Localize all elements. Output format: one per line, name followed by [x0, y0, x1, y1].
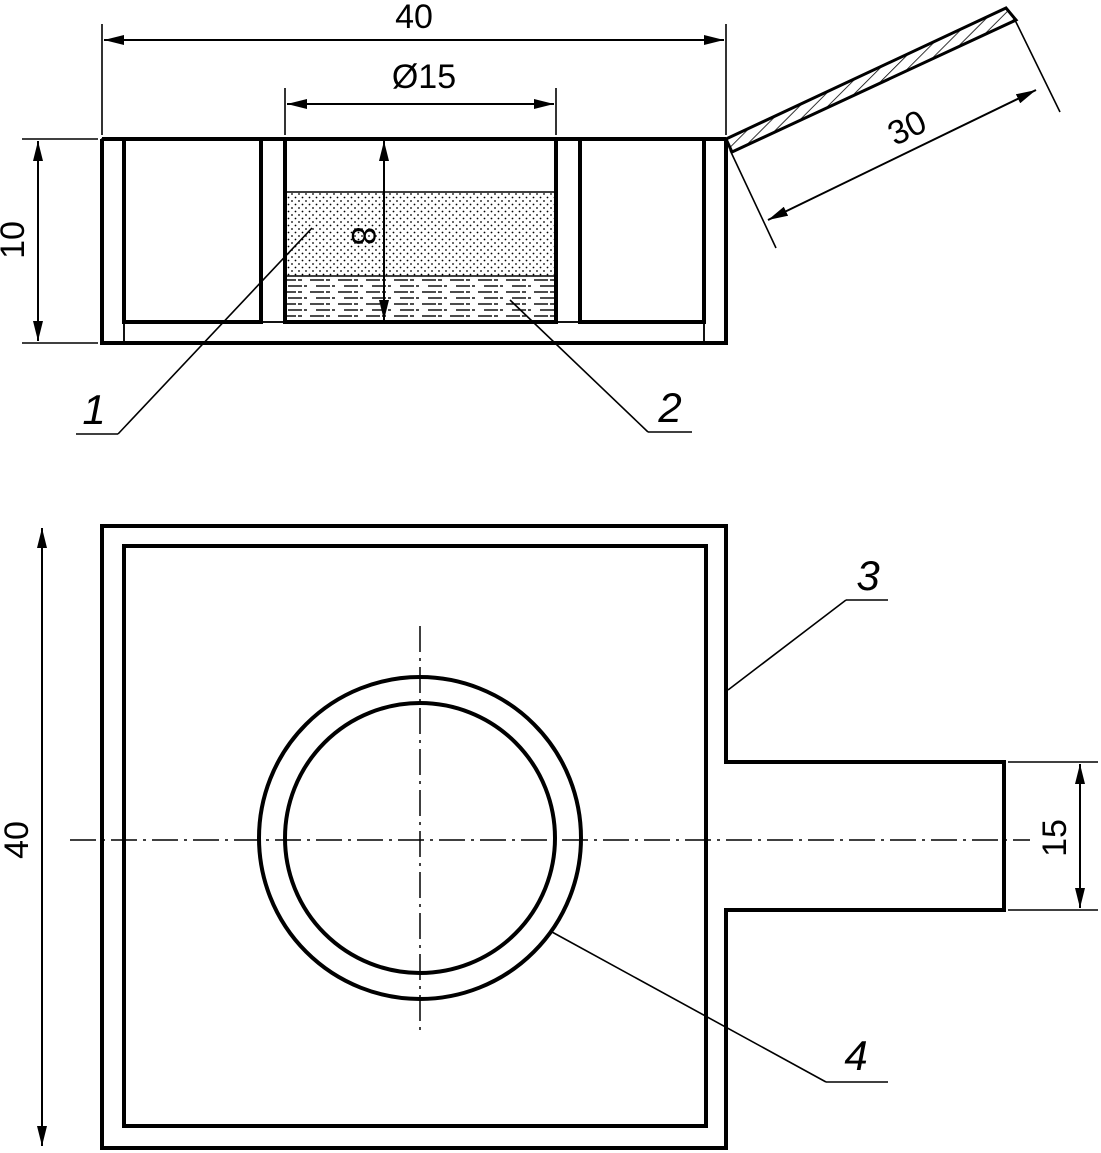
liquid-layer	[285, 278, 556, 322]
dim-inner-diameter: Ø15	[392, 58, 456, 96]
dim-liquid-depth: 8	[344, 227, 382, 246]
outer-wall-right	[703, 138, 727, 344]
callout-3: 3	[856, 552, 879, 599]
dim-spout-length: 30	[882, 103, 933, 154]
outer-wall-left	[101, 138, 125, 344]
plan-view: 40 15 3 4	[0, 524, 1098, 1150]
dim-height: 10	[0, 221, 32, 259]
cup-wall-right	[555, 138, 581, 323]
sample-layer	[285, 192, 556, 276]
tray-bottom	[123, 321, 705, 344]
spout	[724, 6, 1019, 154]
callout-2: 2	[657, 384, 681, 431]
callout-4: 4	[844, 1032, 867, 1079]
tray-inner-outline	[122, 544, 708, 1128]
dim-overall-height: 40	[0, 821, 36, 859]
section-view: 40 Ø15 10 8 30 1 2	[0, 0, 1061, 435]
tray-outline	[100, 524, 1006, 1150]
dim-spout-width: 15	[1036, 819, 1074, 857]
cup-wall-left	[260, 138, 286, 323]
callout-1: 1	[82, 386, 105, 433]
dim-overall-width: 40	[395, 0, 433, 36]
